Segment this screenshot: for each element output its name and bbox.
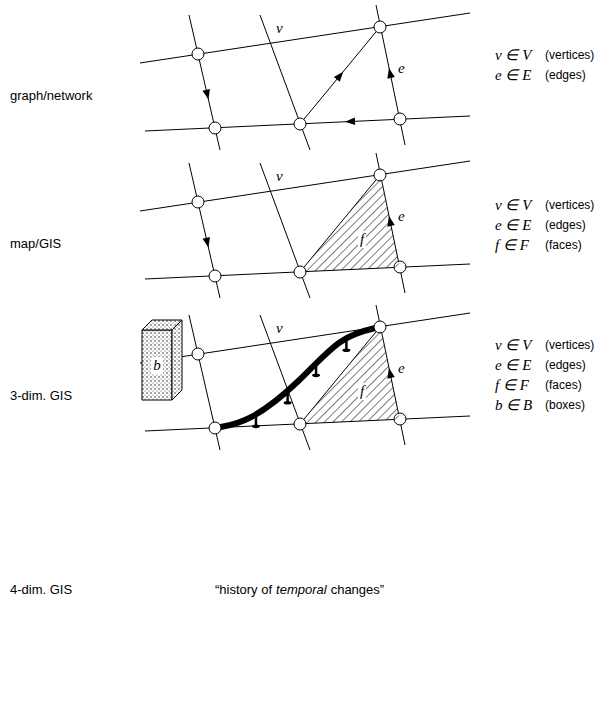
- network-edge: [300, 27, 380, 124]
- vertex-circle: [394, 113, 406, 125]
- region-symbol: f: [358, 231, 366, 248]
- pier-foot: [342, 348, 350, 352]
- legend-symbol: b ∈ B: [495, 396, 532, 414]
- vertex-circle: [209, 270, 221, 282]
- legend-symbol: f ∈ F: [495, 236, 529, 254]
- legend-symbol: v ∈ V: [495, 196, 531, 214]
- network-edge: [140, 13, 470, 63]
- network-edge: [189, 315, 220, 450]
- legend-term: (boxes): [545, 398, 585, 412]
- vertex-circle: [374, 21, 386, 33]
- row-title: graph/network: [10, 88, 92, 103]
- vertex-circle: [192, 48, 204, 60]
- symbol-label: v: [276, 168, 283, 185]
- face-region: f: [300, 327, 400, 424]
- legend-symbol: v ∈ V: [495, 336, 531, 354]
- pipeline-pier: [345, 338, 348, 349]
- vertex-circle: [209, 122, 221, 134]
- pipeline-pier: [286, 391, 289, 402]
- face-region: f: [300, 175, 400, 272]
- arrowhead: [334, 69, 346, 82]
- symbol-label: v: [276, 20, 283, 37]
- network-edge: [260, 315, 310, 450]
- region-symbol: f: [358, 383, 366, 400]
- legend-term: (vertices): [545, 48, 594, 62]
- network-edge: [260, 163, 310, 298]
- arrowhead: [203, 237, 213, 248]
- legend-symbol: f ∈ F: [495, 376, 529, 394]
- vertex-circle: [209, 422, 221, 434]
- network-edge: [189, 15, 220, 150]
- row-title: 4-dim. GIS: [10, 582, 72, 597]
- vertex-circle: [192, 196, 204, 208]
- legend-term: (vertices): [545, 198, 594, 212]
- face-region-outline: [300, 327, 400, 424]
- pier-foot: [312, 374, 320, 378]
- network-edge: [189, 163, 220, 298]
- arrowhead: [385, 67, 395, 78]
- face-region-outline: [300, 175, 400, 272]
- vertex-circle: [192, 348, 204, 360]
- network-row: [140, 5, 470, 150]
- symbol-label: e: [398, 60, 405, 77]
- hatched-face: [300, 175, 400, 272]
- pier-foot: [252, 425, 260, 429]
- legend-term: (edges): [545, 68, 586, 82]
- legend-term: (faces): [545, 378, 582, 392]
- box-face: [142, 330, 172, 400]
- arrowhead: [203, 89, 213, 100]
- legend-symbol: e ∈ E: [495, 216, 531, 234]
- network-edge: [140, 313, 470, 363]
- network-row: [140, 153, 470, 298]
- legend-symbol: e ∈ E: [495, 66, 531, 84]
- region-symbol: b: [151, 357, 163, 374]
- pipeline-pier: [315, 363, 318, 374]
- legend-term: (edges): [545, 358, 586, 372]
- caption-text: changes”: [331, 582, 384, 597]
- caption-text: “history of: [215, 582, 272, 597]
- box-volume: b: [142, 320, 182, 400]
- symbol-label: e: [398, 360, 405, 377]
- caption-text: temporal: [276, 582, 327, 597]
- arrowhead: [345, 117, 355, 125]
- symbol-label: e: [398, 208, 405, 225]
- pier-foot: [284, 401, 292, 405]
- box-face: [172, 320, 182, 400]
- hatched-face: [300, 327, 400, 424]
- legend-term: (faces): [545, 238, 582, 252]
- legend-term: (vertices): [545, 338, 594, 352]
- network-edge: [140, 161, 470, 211]
- network-row: [140, 305, 470, 450]
- pipeline-pier: [255, 414, 258, 425]
- network-edge: [145, 116, 470, 131]
- network-edge: [260, 15, 310, 150]
- row-title: 3-dim. GIS: [10, 388, 72, 403]
- legend-term: (edges): [545, 218, 586, 232]
- symbol-label: v: [276, 320, 283, 337]
- legend-symbol: v ∈ V: [495, 46, 531, 64]
- row-title: map/GIS: [10, 236, 61, 251]
- vertex-circle: [294, 118, 306, 130]
- legend-symbol: e ∈ E: [495, 356, 531, 374]
